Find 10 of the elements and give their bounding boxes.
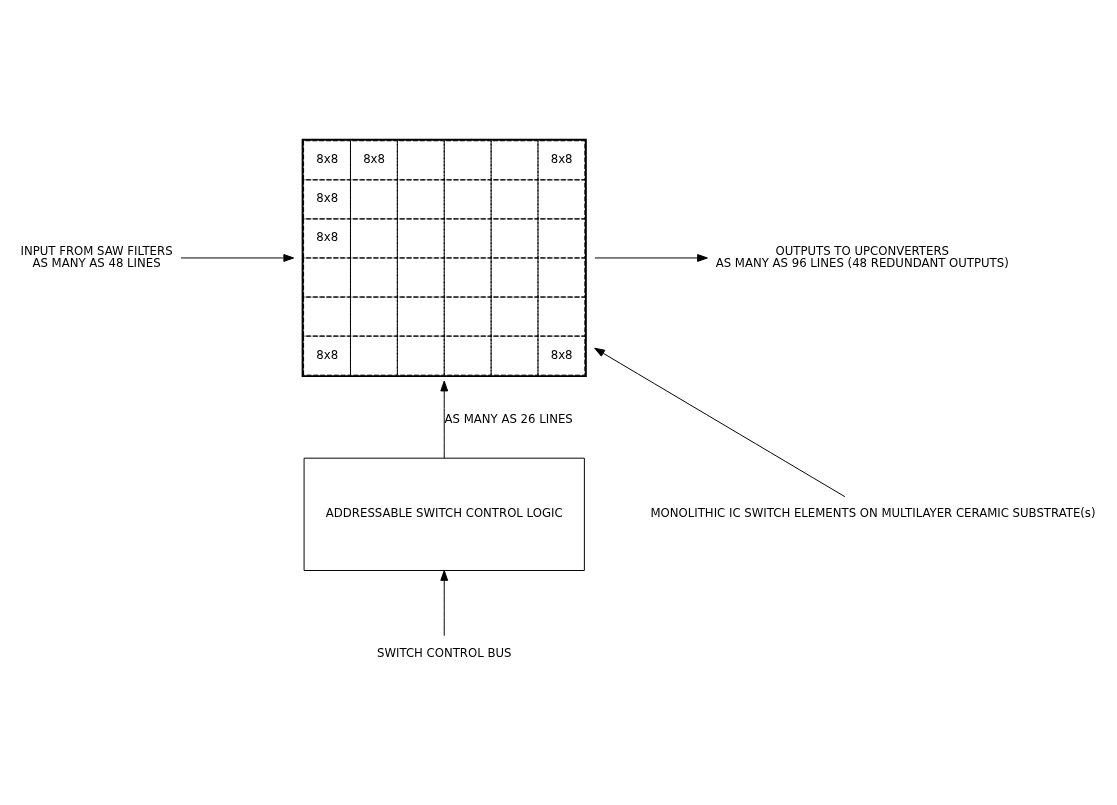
node-text: SWITCH CONTROL BUS: [376, 645, 512, 660]
arrow: [594, 347, 846, 497]
arrow: [440, 569, 449, 636]
node-text: OUTPUTS TO UPCONVERTERS AS MANY AS 96 LINES (48 REDUNDANT OUTPUTS): [715, 243, 1009, 270]
node-box: ADDRESSABLE SWITCH CONTROL LOGIC: [303, 457, 585, 571]
node-text: INPUT FROM SAW FILTERS AS MANY AS 48 LINES: [20, 243, 173, 270]
arrow: [440, 380, 449, 459]
node-text: MONOLITHIC IC SWITCH ELEMENTS ON MULTILAYER CERAMIC SUBSTRATE(s): [650, 505, 1096, 520]
arrow: [180, 253, 295, 262]
arrow: [594, 253, 708, 262]
